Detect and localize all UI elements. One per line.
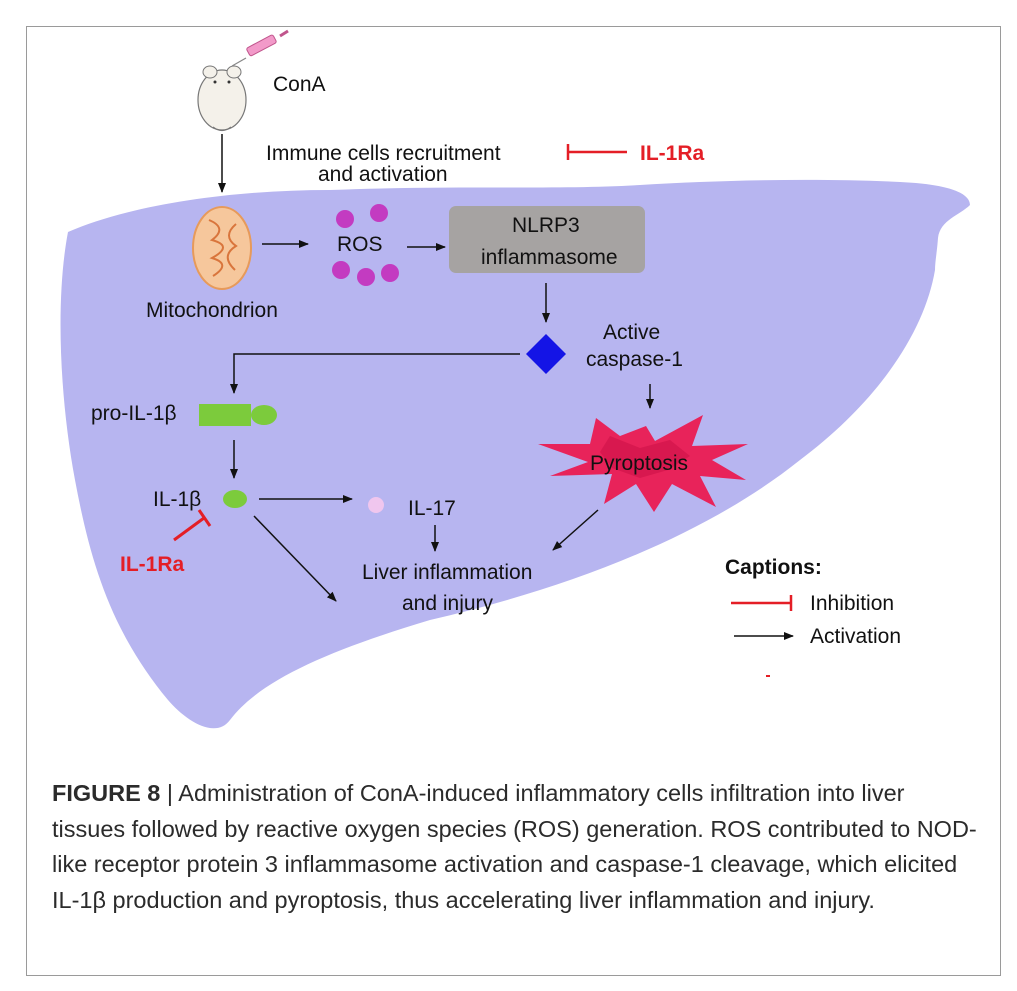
liver-shape: [60, 179, 970, 729]
ros-label: ROS: [337, 233, 383, 256]
nlrp3-label-line1: NLRP3: [512, 214, 580, 237]
mouse-icon: [197, 65, 247, 132]
pathway-diagram: ConA Immune cells recruitment and activa…: [60, 29, 970, 729]
mitochondrion-label: Mitochondrion: [146, 299, 278, 322]
legend-inhibition-symbol: [731, 595, 793, 611]
arrow-il1b-to-injury: [253, 515, 337, 602]
legend-inhibition-label: Inhibition: [810, 592, 894, 615]
recruitment-label-line1: Immune cells recruitment: [266, 142, 501, 165]
top-inhibition-symbol: [566, 144, 627, 160]
liver-inflammation-label-line1: Liver inflammation: [362, 561, 532, 584]
legend-title: Captions:: [725, 556, 822, 579]
liver-inflammation-label-line2: and injury: [402, 592, 494, 615]
il1b-molecule: [223, 490, 247, 508]
il1b-label: IL-1β: [153, 488, 201, 511]
nlrp3-box: [449, 206, 645, 273]
il17-label: IL-17: [408, 497, 456, 520]
recruitment-label-line2: and activation: [318, 163, 448, 186]
figure-number: FIGURE 8: [52, 780, 161, 806]
arrow-pyroptosis-to-inflammation: [552, 509, 599, 551]
pyroptosis-label: Pyroptosis: [590, 452, 688, 475]
syringe-icon: [231, 29, 289, 67]
pro-il1b-label: pro-IL-1β: [91, 402, 177, 425]
il1ra-top-label: IL-1Ra: [640, 142, 705, 165]
stray-red-mark: [766, 675, 770, 677]
legend-activation-label: Activation: [810, 625, 901, 648]
il1ra-bottom-label: IL-1Ra: [120, 553, 185, 576]
caption-text: Administration of ConA-induced inflammat…: [52, 780, 977, 913]
caspase-label: caspase-1: [586, 348, 683, 371]
cona-label: ConA: [273, 73, 326, 96]
arrow-caspase-to-pro-il1b: [230, 353, 520, 394]
il17-dot: [368, 497, 384, 513]
nlrp3-label-line2: inflammasome: [481, 246, 618, 269]
bottom-inhibition-symbol: [173, 509, 212, 542]
caspase-diamond: [526, 334, 566, 374]
mitochondrion-icon: [192, 206, 252, 290]
caption-separator: |: [160, 780, 179, 806]
pro-il1b-molecule: [199, 404, 277, 426]
ros-dots: [332, 204, 399, 286]
figure-caption: FIGURE 8 | Administration of ConA-induce…: [52, 776, 982, 918]
active-label: Active: [603, 321, 660, 344]
